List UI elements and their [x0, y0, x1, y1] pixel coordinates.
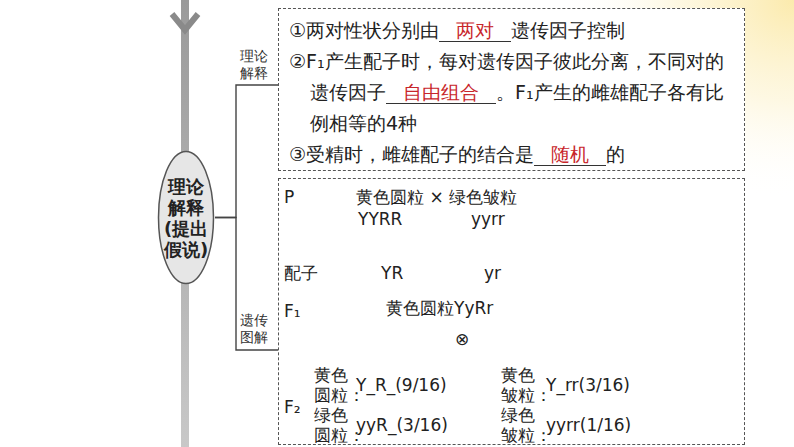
oval-label: 理论解释(提出假说)	[163, 176, 209, 260]
cross-text: F₁	[284, 301, 301, 321]
cross-text: Y_rr(3/16)	[546, 375, 630, 395]
cross-text: 黄色圆粒YyRr	[386, 298, 493, 318]
statement-text: ①两对性状分别由	[289, 19, 439, 41]
theory-box: ①两对性状分别由两对遗传因子控制②F₁产生配子时，每对遗传因子彼此分离，不同对的…	[278, 8, 745, 171]
branch-connector	[215, 218, 278, 351]
genetics-box: P 黄色圆粒 × 绿色皱粒YYRR yyrr 配子 YR yrF₁ 黄色圆粒YyRr ⊗ F₂ 黄…	[278, 178, 745, 445]
branch-label: 遗传图解	[240, 312, 269, 346]
statement-text: 的	[606, 143, 625, 165]
cross-text: 黄色圆粒 × 绿色皱粒	[356, 187, 517, 207]
cross-text: F₂	[284, 397, 301, 417]
statement-line: ①两对性状分别由两对遗传因子控制	[289, 15, 736, 46]
timeline-chevron	[172, 14, 198, 30]
cross-text: yyR_(3/16)	[356, 415, 448, 435]
answer-blank: 自由组合	[386, 81, 496, 104]
cross-text: ⊗	[455, 329, 469, 349]
cross-text: 皱粒：	[501, 385, 552, 405]
cross-text: 黄色	[314, 365, 348, 385]
cross-text: 皱粒：	[501, 425, 552, 445]
cross-text: P	[284, 187, 294, 207]
statement-text: ③受精时，雌雄配子的结合是	[289, 143, 534, 165]
statement-line: ③受精时，雌雄配子的结合是随机的	[289, 139, 736, 170]
branch-label: 理论解释	[240, 48, 269, 82]
cross-text: Y_R_(9/16)	[356, 375, 447, 395]
cross-text: 绿色	[501, 405, 535, 425]
cross-text: yyrr(1/16)	[546, 415, 631, 435]
answer-blank: 随机	[534, 143, 606, 166]
cross-text: 绿色	[314, 405, 348, 425]
statement-text: 遗传因子控制	[511, 19, 625, 41]
branch-connector	[215, 85, 278, 218]
cross-text: YYRR	[358, 209, 402, 229]
cross-text: 配子	[284, 263, 318, 283]
statement-line: ②F₁产生配子时，每对遗传因子彼此分离，不同对的遗传因子自由组合。F₁产生的雌雄…	[289, 46, 736, 139]
cross-text: 黄色	[501, 365, 535, 385]
cross-text: YR	[381, 263, 403, 283]
answer-blank: 两对	[439, 19, 511, 42]
concept-oval: 理论解释(提出假说)	[157, 150, 215, 285]
cross-text: yyrr	[471, 209, 505, 229]
cross-text: yr	[484, 263, 501, 283]
